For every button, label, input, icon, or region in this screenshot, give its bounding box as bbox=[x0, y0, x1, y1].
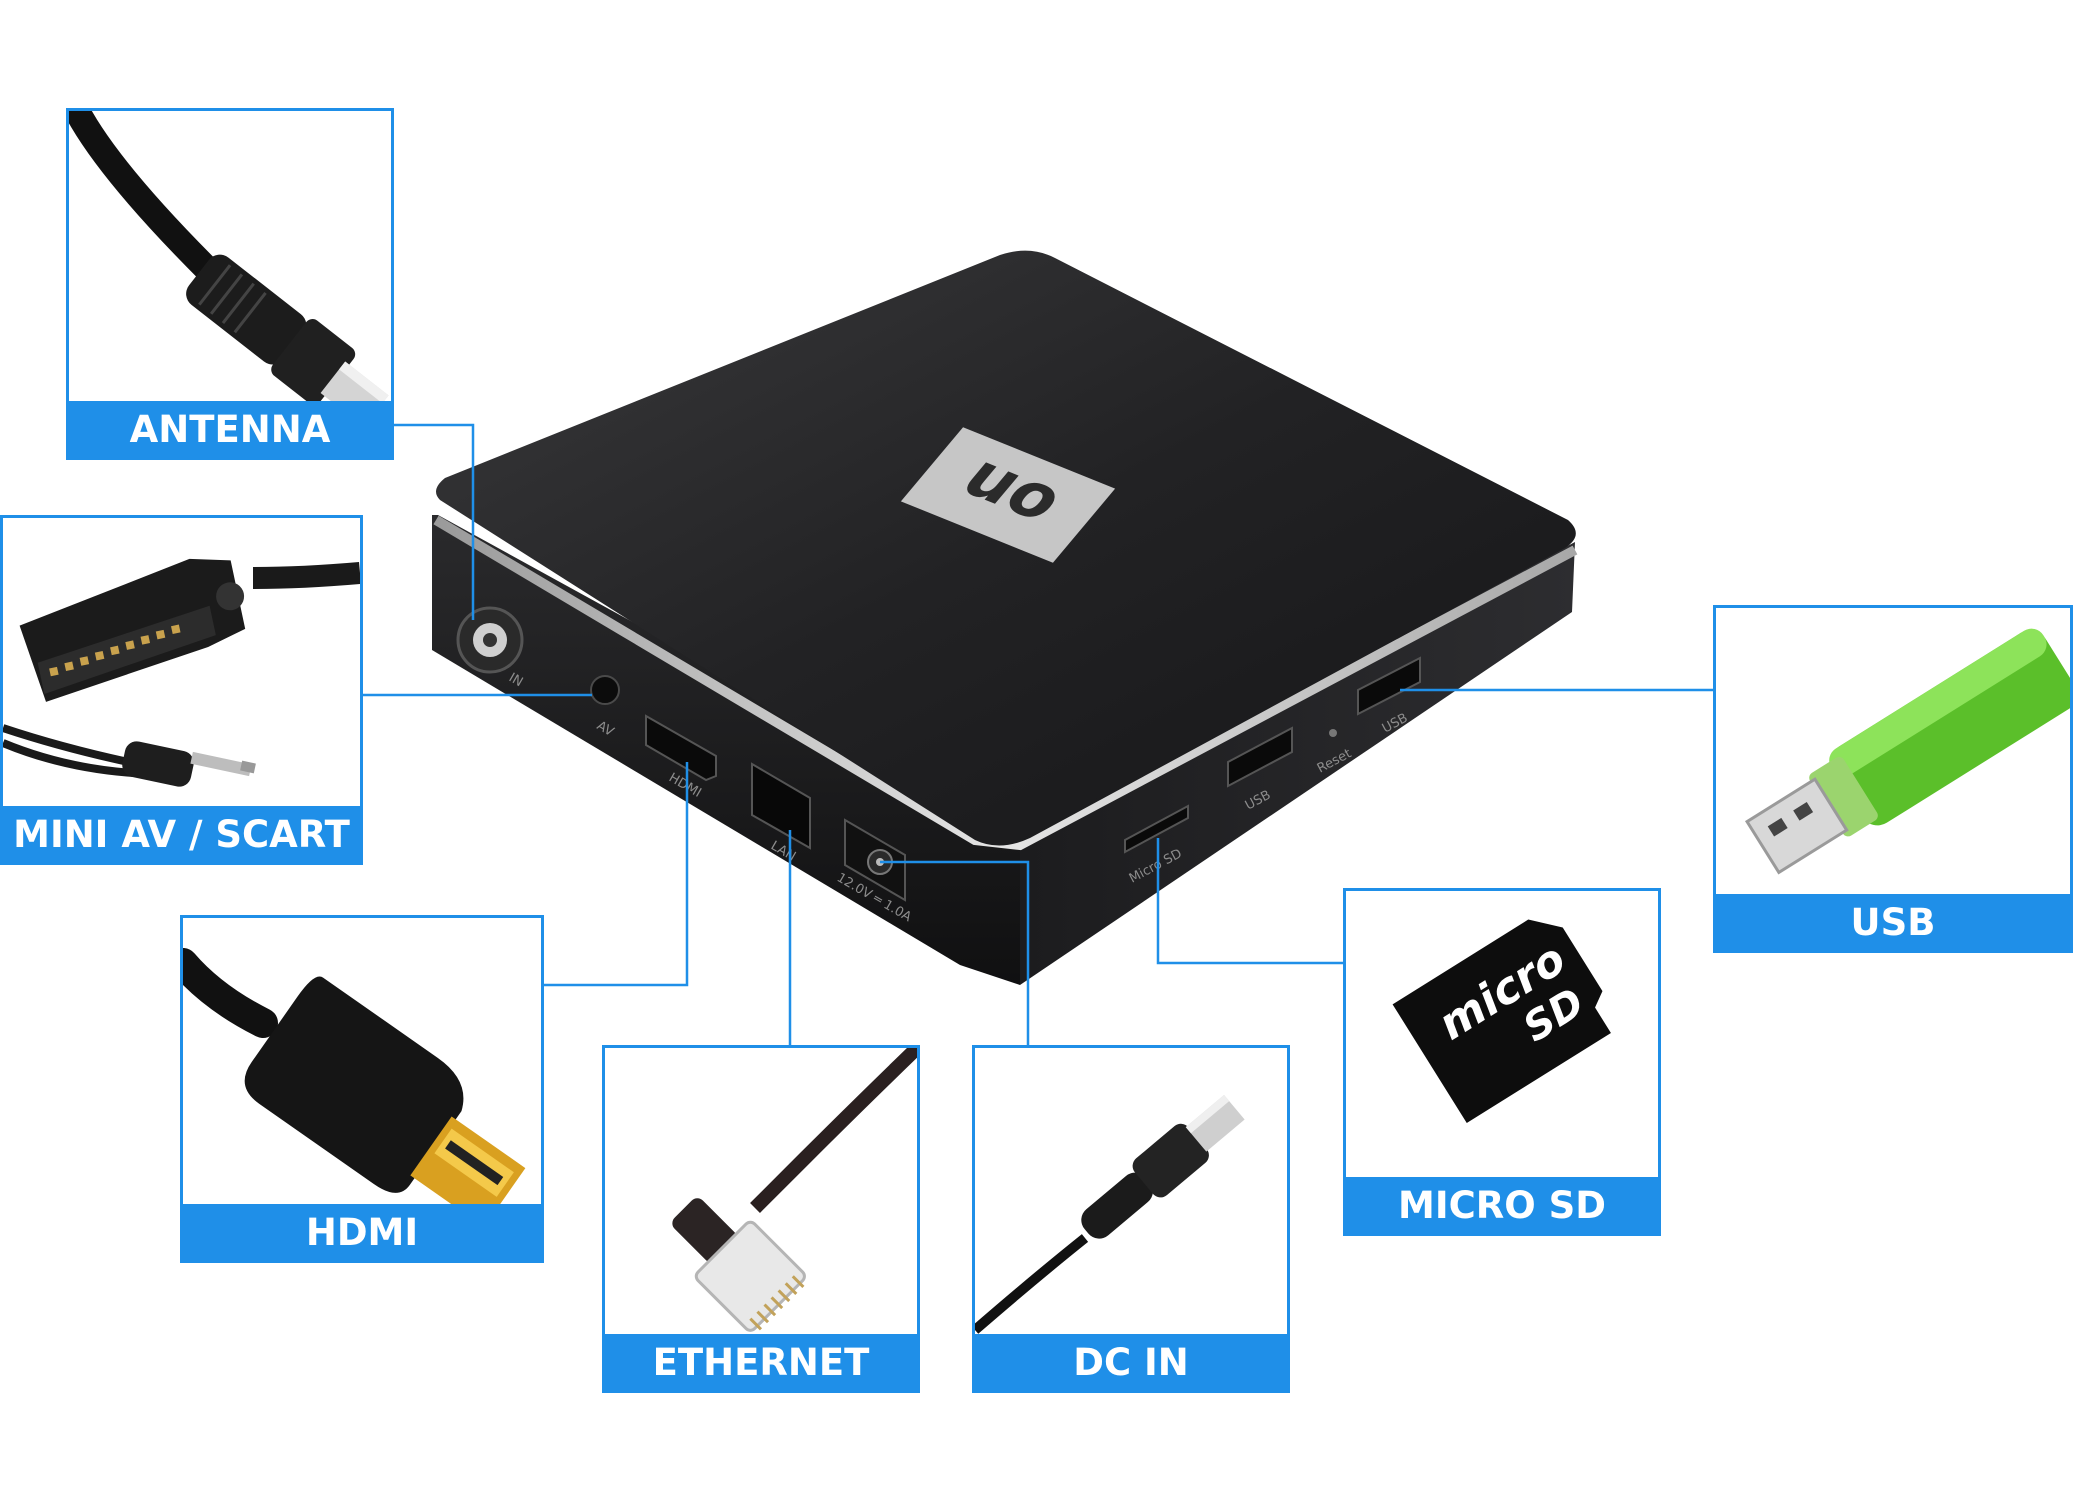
coax-plug-icon bbox=[69, 111, 389, 401]
leader-microsd bbox=[1156, 838, 1343, 965]
antenna-port-label: IN bbox=[506, 670, 525, 690]
device-body: on IN AV HDMI LAN 12.0V ═ 1.0A Micro SD … bbox=[432, 250, 1578, 985]
panel-hdmi-caption: HDMI bbox=[183, 1204, 541, 1260]
leader-hdmi bbox=[542, 762, 689, 987]
panel-micro-sd: micro SD MICRO SD bbox=[1343, 888, 1661, 1236]
panel-mini-av-scart: MINI AV / SCART bbox=[0, 515, 363, 865]
panel-dc-in-caption: DC IN bbox=[975, 1334, 1287, 1390]
av-port-label: AV bbox=[594, 718, 616, 740]
reset-button bbox=[1329, 729, 1337, 737]
panel-usb-caption: USB bbox=[1716, 894, 2070, 950]
panel-mini-av-scart-caption: MINI AV / SCART bbox=[3, 806, 360, 862]
panel-dc-in: DC IN bbox=[972, 1045, 1290, 1393]
panel-antenna: ANTENNA bbox=[66, 108, 394, 460]
panel-hdmi: HDMI bbox=[180, 915, 544, 1263]
rj45-plug-icon bbox=[672, 1048, 917, 1332]
leader-antenna bbox=[392, 423, 475, 620]
panel-antenna-caption: ANTENNA bbox=[69, 401, 391, 457]
device-top-lid bbox=[436, 250, 1576, 846]
panel-micro-sd-caption: MICRO SD bbox=[1346, 1177, 1658, 1233]
lan-port bbox=[751, 762, 811, 850]
panel-usb: USB bbox=[1713, 605, 2073, 953]
leader-lines bbox=[362, 423, 1713, 1045]
brand-logo: on bbox=[900, 427, 1116, 563]
micro-sd-port bbox=[1124, 804, 1189, 854]
usb-port-1 bbox=[1227, 726, 1293, 788]
scart-plug-icon bbox=[3, 558, 360, 787]
usb-stick-icon bbox=[1744, 628, 2070, 875]
usb-port-2 bbox=[1357, 656, 1421, 716]
panel-ethernet: ETHERNET bbox=[602, 1045, 920, 1393]
av-port bbox=[590, 675, 620, 705]
leader-dc bbox=[880, 860, 1030, 1045]
panel-ethernet-caption: ETHERNET bbox=[605, 1334, 917, 1390]
dc-plug-icon bbox=[975, 1094, 1245, 1334]
hdmi-plug-icon bbox=[183, 948, 526, 1206]
micro-sd-card-icon: micro SD bbox=[1392, 919, 1611, 1124]
hdmi-port bbox=[645, 714, 717, 782]
